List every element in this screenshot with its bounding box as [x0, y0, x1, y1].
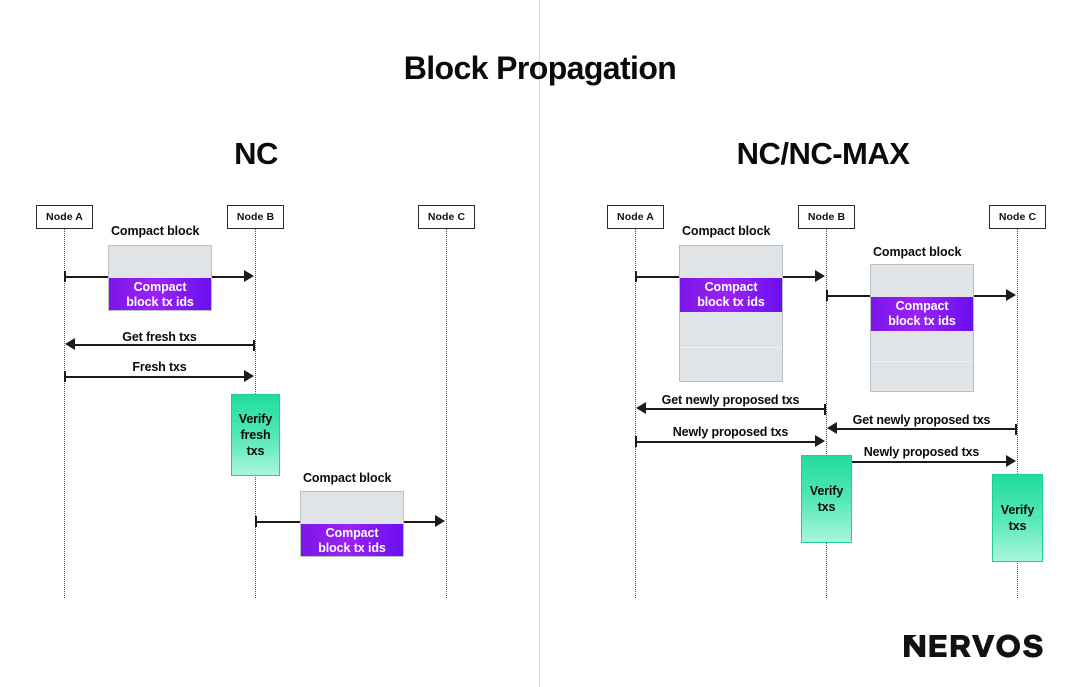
- arrow-head-nc-msg3: [244, 370, 254, 382]
- panel-divider: [539, 0, 540, 687]
- nervos-wordmark-icon: [904, 634, 1043, 658]
- verify-box-nc-node-b: Verify fresh txs: [231, 394, 280, 476]
- compact-block-ncmax-2: Compact block tx ids: [870, 264, 974, 392]
- node-header-a-ncmax: Node A: [607, 205, 664, 229]
- verify-label-line1: Verify: [809, 484, 844, 498]
- verify-box-ncmax-node-c: Verify txs: [992, 474, 1043, 562]
- compact-block-nc-2: Compact block tx ids: [300, 491, 404, 557]
- block-caption-ncmax-2: Compact block: [873, 245, 962, 259]
- block-segment-divider: [871, 361, 973, 362]
- block-caption-nc-1: Compact block: [111, 224, 200, 238]
- arrow-label-ncmax-get-newly-proposed-bc: Get newly proposed txs: [852, 413, 991, 427]
- arrow-line-nc-msg2: [73, 344, 255, 346]
- node-header-b-nc: Node B: [227, 205, 284, 229]
- nervos-logo: [904, 631, 1056, 661]
- arrow-head-nc-msg1: [244, 270, 254, 282]
- arrow-head-ncmax-msg3: [636, 402, 646, 414]
- panel-title-nc: NC: [234, 136, 278, 171]
- node-header-b-ncmax: Node B: [798, 205, 855, 229]
- band-label-line2: block tx ids: [126, 295, 194, 309]
- verify-label-line2: fresh: [240, 428, 271, 442]
- lifeline-node-a-ncmax: [635, 229, 636, 598]
- panel-title-nc-max: NC/NC-MAX: [736, 136, 910, 171]
- arrow-head-ncmax-msg1: [815, 270, 825, 282]
- node-header-c-ncmax: Node C: [989, 205, 1046, 229]
- arrow-line-ncmax-msg4: [835, 428, 1017, 430]
- lifeline-node-b-ncmax: [826, 229, 827, 598]
- compact-block-nc-1: Compact block tx ids: [108, 245, 212, 311]
- arrow-head-ncmax-msg4: [827, 422, 837, 434]
- verify-label-line3: txs: [246, 444, 265, 458]
- arrow-head-nc-msg4: [435, 515, 445, 527]
- lifeline-node-c-nc: [446, 229, 447, 598]
- compact-block-band-nc-1: Compact block tx ids: [109, 278, 211, 310]
- arrow-head-ncmax-msg5: [815, 435, 825, 447]
- verify-box-ncmax-node-b: Verify txs: [801, 455, 852, 543]
- arrow-label-nc-get-fresh-txs: Get fresh txs: [122, 330, 197, 344]
- compact-block-band-ncmax-1: Compact block tx ids: [680, 278, 782, 312]
- compact-block-band-ncmax-2: Compact block tx ids: [871, 297, 973, 331]
- band-label-line1: Compact: [133, 279, 187, 294]
- arrow-head-ncmax-msg6: [1006, 455, 1016, 467]
- arrow-head-ncmax-msg2: [1006, 289, 1016, 301]
- verify-label-line1: Verify: [1000, 503, 1035, 517]
- band-label-line2: block tx ids: [888, 314, 956, 328]
- arrow-line-ncmax-msg5: [635, 441, 817, 443]
- arrow-head-nc-msg2: [65, 338, 75, 350]
- arrow-line-ncmax-msg6: [826, 461, 1008, 463]
- verify-label-line2: txs: [1008, 519, 1027, 533]
- arrow-line-nc-msg3: [64, 376, 246, 378]
- block-caption-ncmax-1: Compact block: [682, 224, 771, 238]
- band-label-line2: block tx ids: [318, 541, 386, 555]
- verify-label-line2: txs: [817, 500, 836, 514]
- node-header-c-nc: Node C: [418, 205, 475, 229]
- block-caption-nc-2: Compact block: [303, 471, 392, 485]
- band-label-line1: Compact: [704, 279, 758, 294]
- arrow-label-ncmax-newly-proposed-bc: Newly proposed txs: [863, 445, 980, 459]
- band-label-line1: Compact: [895, 298, 949, 313]
- arrow-label-nc-fresh-txs: Fresh txs: [132, 360, 187, 374]
- node-header-a-nc: Node A: [36, 205, 93, 229]
- arrow-label-ncmax-newly-proposed-ab: Newly proposed txs: [672, 425, 789, 439]
- band-label-line2: block tx ids: [697, 295, 765, 309]
- arrow-label-ncmax-get-newly-proposed-ab: Get newly proposed txs: [661, 393, 800, 407]
- lifeline-node-c-ncmax: [1017, 229, 1018, 598]
- lifeline-node-a-nc: [64, 229, 65, 598]
- compact-block-band-nc-2: Compact block tx ids: [301, 524, 403, 556]
- arrow-line-ncmax-msg3: [644, 408, 826, 410]
- verify-label-line1: Verify: [238, 412, 273, 426]
- page-title: Block Propagation: [403, 50, 677, 86]
- compact-block-ncmax-1: Compact block tx ids: [679, 245, 783, 382]
- block-segment-divider: [680, 347, 782, 348]
- band-label-line1: Compact: [325, 525, 379, 540]
